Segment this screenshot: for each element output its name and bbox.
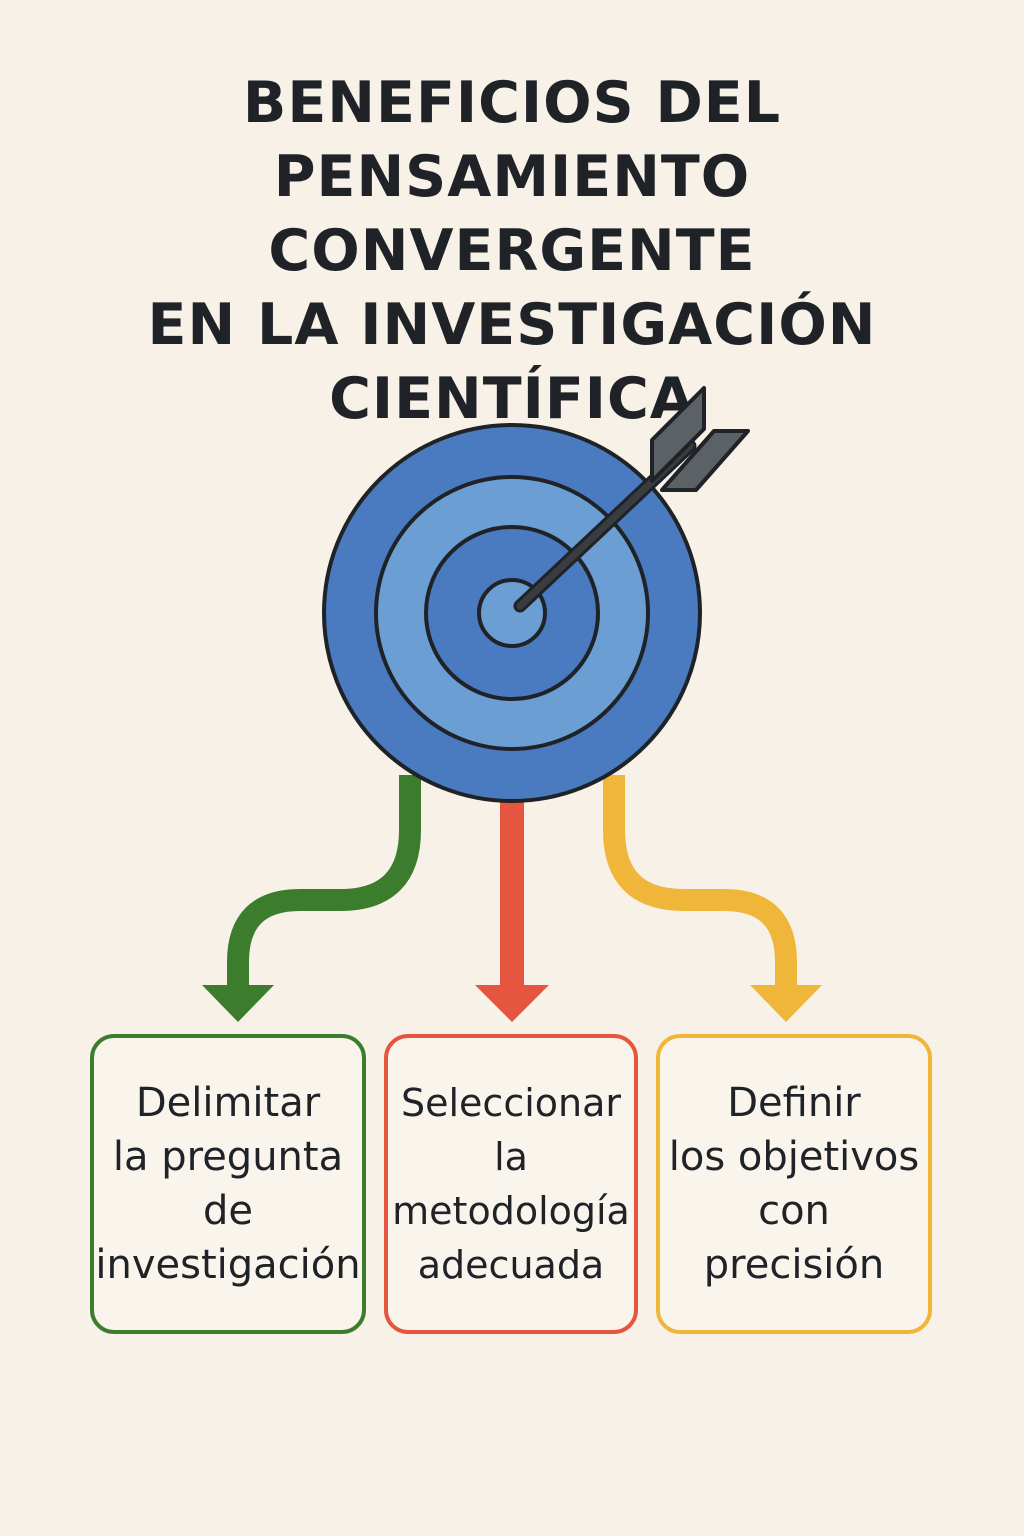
red-connector-arrow — [475, 800, 549, 1022]
benefit-text-line: Definir — [727, 1080, 861, 1126]
benefit-text-line: la — [494, 1135, 528, 1179]
yellow-connector-arrow — [603, 775, 822, 1022]
benefit-text-line: adecuada — [417, 1243, 605, 1287]
green-connector-arrow — [202, 775, 421, 1022]
benefit-text-line: Seleccionar — [400, 1081, 622, 1125]
benefit-text-line: metodología — [392, 1189, 630, 1233]
title-line: BENEFICIOS DEL — [242, 70, 782, 136]
benefit-box-definir: Definir los objetivos con precisión — [656, 1034, 932, 1334]
benefit-text-line: Delimitar — [135, 1080, 321, 1126]
benefit-text-line: la pregunta — [112, 1134, 344, 1180]
title-line: PENSAMIENTO CONVERGENTE — [268, 144, 756, 284]
benefit-text-line: precisión — [703, 1242, 885, 1288]
benefit-text-line: investigación — [95, 1242, 361, 1288]
title-line: EN LA INVESTIGACIÓN — [147, 292, 877, 358]
benefit-box-seleccionar: Seleccionar la metodología adecuada — [384, 1034, 638, 1334]
title-line: CIENTÍFICA — [329, 366, 695, 432]
benefit-text-line: los objetivos — [668, 1134, 920, 1180]
benefit-text-line: con — [758, 1188, 830, 1234]
benefit-box-delimitar: Delimitar la pregunta de investigación — [90, 1034, 366, 1334]
page-title: BENEFICIOS DEL PENSAMIENTO CONVERGENTE E… — [20, 66, 1004, 436]
benefit-text-line: de — [203, 1188, 253, 1234]
dart-arrow-icon — [513, 386, 750, 613]
